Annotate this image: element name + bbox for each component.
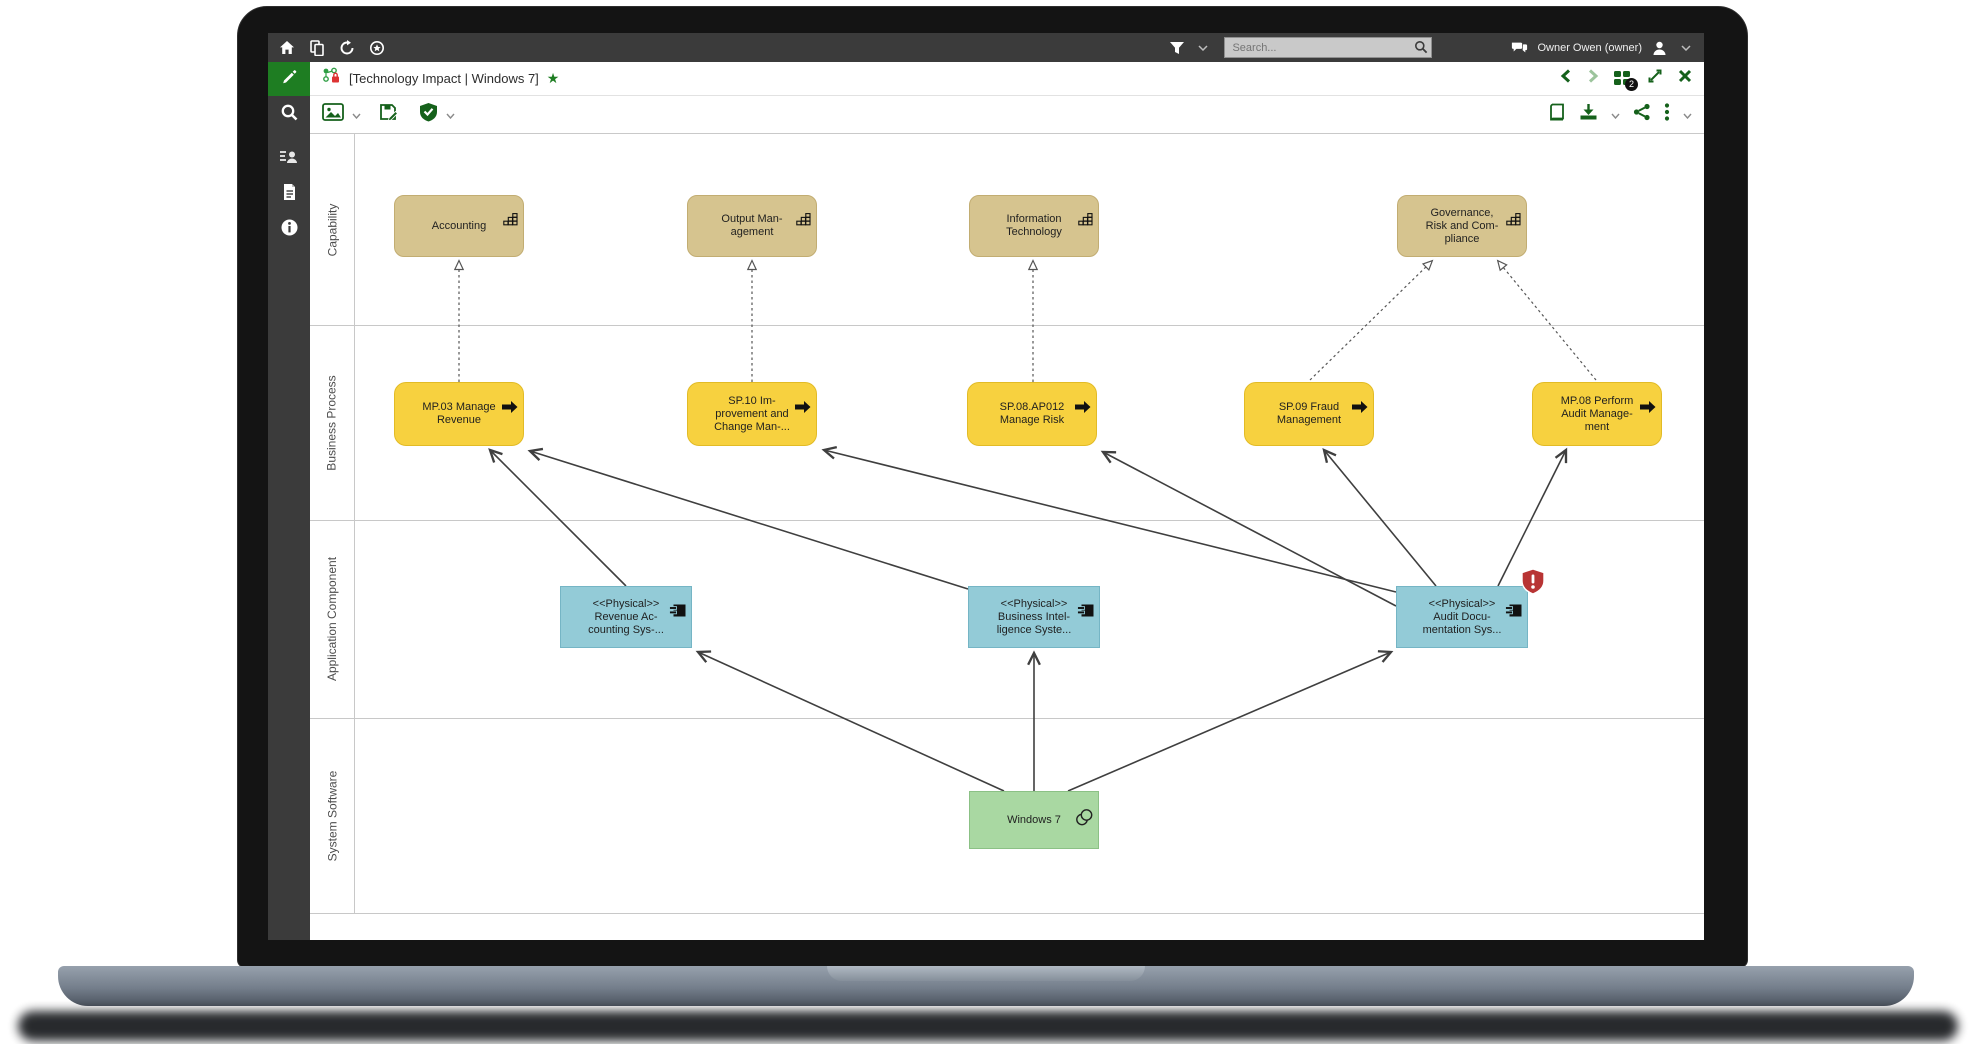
capability-icon (1078, 200, 1093, 230)
contacts-icon (279, 147, 299, 170)
capability-icon (1506, 200, 1521, 230)
recent-star-icon[interactable] (368, 39, 385, 56)
node-process-sp08-manage-risk[interactable]: SP.08.AP012 Manage Risk (967, 382, 1097, 446)
sidebar-item-search[interactable] (268, 96, 310, 134)
more-chevron-down-icon[interactable] (1683, 106, 1692, 124)
forward-icon[interactable] (1587, 69, 1599, 88)
node-capability-accounting[interactable]: Accounting (394, 195, 524, 257)
component-icon (1077, 591, 1094, 621)
process-arrow-icon (1075, 387, 1091, 418)
image-icon[interactable] (322, 103, 344, 126)
download-chevron-down-icon[interactable] (1611, 106, 1620, 124)
search-input[interactable] (1224, 37, 1433, 58)
sidebar-item-info[interactable] (268, 212, 310, 248)
diagram-edges (453, 259, 1597, 792)
node-component-business-intelligence-system[interactable]: <<Physical>> Business Intel- ligence Sys… (968, 586, 1100, 648)
node-component-audit-documentation-system[interactable]: <<Physical>> Audit Docu- mentation Sys..… (1396, 586, 1528, 648)
copy-document-icon[interactable] (308, 39, 325, 56)
diagram-model-icon (322, 67, 341, 90)
top-toolbar: Owner Owen (owner) (268, 33, 1704, 62)
search-field-wrap (1224, 37, 1433, 59)
node-process-mp08-perform-audit[interactable]: MP.08 Perform Audit Manage- ment (1532, 382, 1662, 446)
user-icon[interactable] (1651, 39, 1668, 56)
windows-count-badge: 2 (1625, 77, 1638, 91)
node-capability-output-management[interactable]: Output Man- agement (687, 195, 817, 257)
download-icon[interactable] (1579, 103, 1598, 126)
node-process-sp09-fraud-management[interactable]: SP.09 Fraud Management (1244, 382, 1374, 446)
capability-icon (796, 200, 811, 230)
user-name-label: Owner Owen (owner) (1537, 41, 1642, 54)
diagram-toolbar (310, 96, 1704, 134)
shield-check-icon[interactable] (419, 102, 438, 127)
node-process-mp03-manage-revenue[interactable]: MP.03 Manage Revenue (394, 382, 524, 446)
close-icon[interactable] (1678, 69, 1692, 88)
laptop-shadow (18, 1011, 1958, 1041)
node-capability-information-technology[interactable]: Information Technology (969, 195, 1099, 257)
sidebar-item-document[interactable] (268, 176, 310, 212)
lane-divider (310, 520, 1704, 521)
back-icon[interactable] (1560, 69, 1572, 88)
warning-shield-icon[interactable] (1520, 568, 1546, 601)
windows-grid-icon[interactable]: 2 (1614, 70, 1638, 91)
search-icon[interactable] (1414, 40, 1428, 59)
user-chevron-down-icon[interactable] (1677, 39, 1694, 56)
lane-divider (310, 325, 1704, 326)
capability-icon (503, 200, 518, 230)
filter-chevron-down-icon[interactable] (1194, 39, 1211, 56)
lane-label-column-border (354, 134, 355, 913)
info-icon (280, 218, 299, 242)
diagram-title-bar: [Technology Impact | Windows 7] ★ 2 (310, 62, 1704, 96)
lane-divider (310, 718, 1704, 719)
process-arrow-icon (1640, 387, 1656, 418)
sidebar-item-edit[interactable] (268, 62, 310, 96)
process-arrow-icon (1352, 387, 1368, 418)
system-software-icon (1075, 796, 1093, 830)
kebab-menu-icon[interactable] (1664, 103, 1670, 126)
node-component-revenue-accounting-system[interactable]: <<Physical>> Revenue Ac- counting Sys-..… (560, 586, 692, 648)
fullscreen-icon[interactable] (1647, 68, 1663, 89)
chat-icon[interactable] (1511, 39, 1528, 56)
page-title: [Technology Impact | Windows 7] (349, 71, 539, 86)
node-capability-governance-risk-compliance[interactable]: Governance, Risk and Com- pliance (1397, 195, 1527, 257)
document-icon (281, 183, 298, 206)
image-chevron-down-icon[interactable] (352, 106, 361, 124)
node-software-windows-7[interactable]: Windows 7 (969, 791, 1099, 849)
component-icon (1505, 591, 1522, 621)
filter-icon[interactable] (1168, 39, 1185, 56)
save-edit-icon[interactable] (379, 103, 399, 127)
shield-chevron-down-icon[interactable] (446, 106, 455, 124)
process-arrow-icon (795, 387, 811, 418)
home-icon[interactable] (278, 39, 295, 56)
sidebar-item-contacts[interactable] (268, 140, 310, 176)
book-icon[interactable] (1548, 103, 1566, 127)
search-icon (280, 103, 299, 127)
share-icon[interactable] (1633, 103, 1651, 126)
lane-divider (310, 913, 1704, 914)
left-sidebar (268, 62, 310, 940)
process-arrow-icon (502, 387, 518, 418)
component-icon (669, 591, 686, 621)
app-window: Owner Owen (owner) (268, 33, 1704, 940)
refresh-icon[interactable] (338, 39, 355, 56)
diagram-canvas[interactable]: Capability Business Process Application … (310, 134, 1704, 940)
laptop-base (58, 966, 1914, 1006)
laptop-lid-notch (827, 966, 1145, 981)
pencil-icon (280, 68, 298, 91)
favorite-star-icon[interactable]: ★ (546, 70, 560, 86)
node-process-sp10-improvement-change[interactable]: SP.10 Im- provement and Change Man-... (687, 382, 817, 446)
